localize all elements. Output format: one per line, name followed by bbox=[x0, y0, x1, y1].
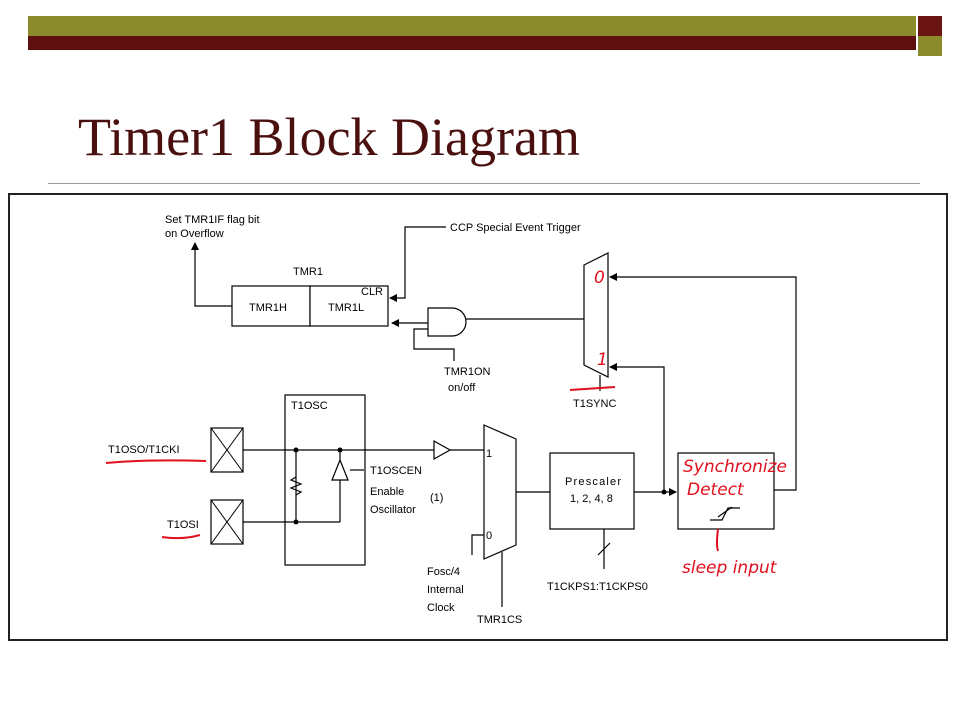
junction-1 bbox=[293, 447, 299, 453]
oscillator-text: Oscillator bbox=[370, 504, 416, 516]
fosc-text-2: Internal bbox=[427, 584, 464, 596]
overflow-wire bbox=[191, 242, 232, 307]
detect-text: Detect bbox=[687, 480, 745, 500]
tmr1on-wire bbox=[413, 328, 455, 361]
t1osc-text: T1OSC bbox=[291, 400, 328, 412]
prescaler-text-2: 1, 2, 4, 8 bbox=[570, 493, 613, 505]
t1osi-underline bbox=[161, 534, 201, 540]
edge-detect-slash bbox=[717, 506, 733, 518]
corner-olive-square bbox=[918, 36, 942, 56]
resistor bbox=[289, 476, 303, 496]
sync-mux bbox=[583, 252, 609, 378]
synchronize-text: Synchronize bbox=[683, 457, 787, 477]
t1osi-text: T1OSI bbox=[167, 519, 199, 531]
clr-text: CLR bbox=[361, 286, 383, 298]
clock-mux-1-label: 1 bbox=[486, 448, 492, 460]
tmr1h-text: TMR1H bbox=[249, 302, 287, 314]
set-flag-label-1: Set TMR1IF flag bit bbox=[165, 214, 260, 226]
sleep-input-text: sleep input bbox=[682, 558, 778, 578]
tmr1on-text-2: on/off bbox=[448, 382, 476, 394]
t1oscen-text: T1OSCEN bbox=[370, 465, 422, 477]
clock-mux-0-label: 0 bbox=[486, 530, 492, 542]
enable-text: Enable bbox=[370, 486, 404, 498]
t1oso-underline bbox=[105, 459, 207, 464]
slide-title: Timer1 Block Diagram bbox=[78, 107, 580, 167]
t1osi-pin-x2 bbox=[210, 499, 244, 545]
tmr1cs-text: TMR1CS bbox=[477, 614, 522, 626]
fosc-wire bbox=[471, 534, 484, 555]
corner-decoration bbox=[918, 16, 942, 56]
sync-feedback-wire bbox=[609, 273, 797, 491]
sleep-input-wire bbox=[716, 528, 719, 552]
tmr1-label: TMR1 bbox=[293, 266, 323, 278]
t1osc-block bbox=[284, 394, 366, 566]
ccp-trigger-wire bbox=[389, 226, 446, 302]
set-flag-label-2: on Overflow bbox=[165, 228, 224, 240]
corner-maroon-square bbox=[918, 16, 942, 36]
title-bar-decoration bbox=[28, 16, 916, 50]
t1sync-underline bbox=[569, 386, 616, 391]
junction-4 bbox=[661, 489, 667, 495]
fosc-text-3: Clock bbox=[427, 602, 455, 614]
sync-mux-0-label: 0 bbox=[594, 268, 605, 288]
prescaler-block bbox=[549, 452, 635, 530]
ccp-trigger-label: CCP Special Event Trigger bbox=[450, 222, 581, 234]
tmr1l-text: TMR1L bbox=[328, 302, 364, 314]
t1oso-t1cki-text: T1OSO/T1CKI bbox=[108, 444, 180, 456]
schmitt-buffer bbox=[433, 439, 452, 461]
prescaler-text-1: Prescaler bbox=[565, 476, 621, 488]
note-1-text: (1) bbox=[430, 492, 443, 504]
block-diagram: Set TMR1IF flag bit on Overflow CCP Spec… bbox=[105, 214, 797, 626]
sync-detect-block bbox=[677, 452, 775, 530]
clock-source-mux bbox=[483, 424, 517, 560]
t1ckps-text: T1CKPS1:T1CKPS0 bbox=[547, 581, 648, 593]
t1sync-text: T1SYNC bbox=[573, 398, 616, 410]
block-diagram-frame: Set TMR1IF flag bit on Overflow CCP Spec… bbox=[8, 193, 948, 641]
and-gate bbox=[427, 307, 467, 337]
title-bar-olive-stripe bbox=[28, 16, 916, 36]
t1oso-pin-x2 bbox=[210, 427, 244, 473]
prescaler-bypass-wire bbox=[609, 363, 665, 491]
tmr1l-register bbox=[309, 285, 389, 327]
junction-2 bbox=[293, 519, 299, 525]
tmr1h-register bbox=[231, 285, 311, 327]
fosc-text-1: Fosc/4 bbox=[427, 566, 460, 578]
tmr1on-text-1: TMR1ON bbox=[444, 366, 491, 378]
sync-mux-1-label: 1 bbox=[597, 350, 608, 370]
edge-detect-symbol bbox=[710, 507, 740, 521]
title-bar-maroon-stripe bbox=[28, 36, 916, 50]
prescaler-bus-slash bbox=[597, 542, 611, 556]
title-divider bbox=[48, 183, 920, 184]
